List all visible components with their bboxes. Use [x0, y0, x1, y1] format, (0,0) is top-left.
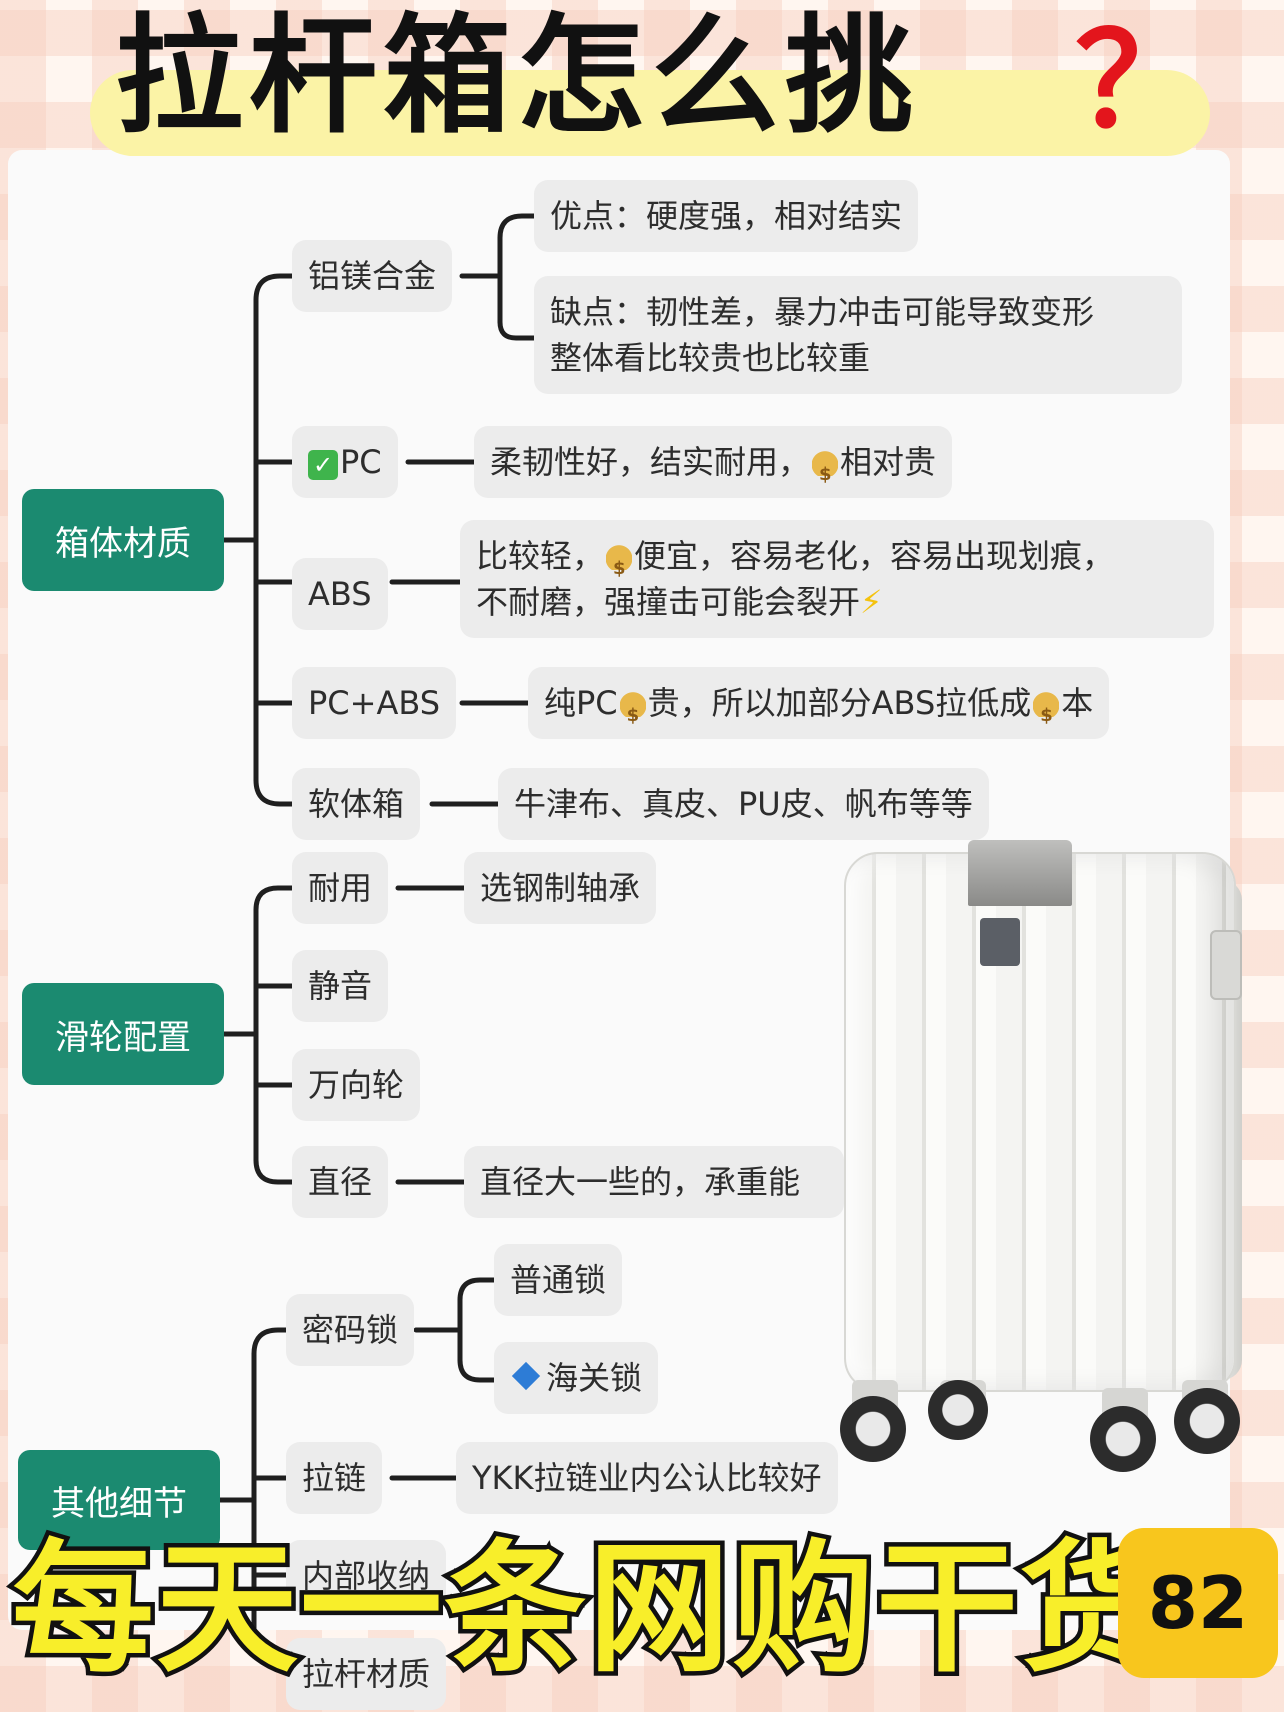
check-icon: ✓	[308, 450, 338, 480]
suitcase-logo	[980, 918, 1020, 966]
node-pc: ✓PC	[292, 426, 398, 498]
category-material: 箱体材质	[22, 489, 224, 591]
lightning-icon: ⚡	[860, 583, 883, 621]
pc-desc-a: 柔韧性好，结实耐用，	[490, 443, 811, 481]
question-mark: ？	[1075, 5, 1206, 157]
money-bag-icon	[606, 540, 633, 592]
page-title: 拉杆箱怎么挑	[115, 2, 920, 151]
money-bag-icon	[1033, 687, 1060, 739]
node-lock: 密码锁	[286, 1294, 415, 1366]
pc-abs-desc-b: 贵，所以加部分ABS拉低成	[647, 684, 1032, 722]
slogan: 每天一条网购干货	[8, 1523, 1167, 1697]
pc-desc-b: 相对贵	[840, 443, 937, 481]
abs-desc-c: 不耐磨，强撞击可能会裂开	[476, 583, 861, 621]
abs-desc-b: 便宜，容易老化，容易出现划痕，	[634, 537, 1115, 575]
node-zipper: 拉链	[286, 1442, 383, 1514]
wheel	[1090, 1406, 1156, 1472]
money-bag-icon	[812, 446, 839, 498]
lock-normal: 普通锁	[494, 1244, 623, 1316]
diameter-desc: 直径大一些的，承重能	[464, 1146, 844, 1218]
pc-abs-desc: 纯PC 贵，所以加部分ABS拉低成本	[528, 667, 1110, 739]
lock-customs: 海关锁	[494, 1342, 659, 1414]
blue-diamond-icon	[511, 1361, 541, 1391]
wheel	[1174, 1388, 1240, 1454]
alloy-cons-line1: 缺点：韧性差，暴力冲击可能导致变形	[550, 293, 1095, 331]
abs-desc: 比较轻， 便宜，容易老化，容易出现划痕， 不耐磨，强撞击可能会裂开⚡	[460, 520, 1214, 638]
alloy-cons: 缺点：韧性差，暴力冲击可能导致变形 整体看比较贵也比较重	[534, 276, 1182, 394]
node-alloy: 铝镁合金	[292, 240, 453, 312]
suitcase-handle	[968, 840, 1072, 906]
node-abs: ABS	[292, 558, 388, 630]
alloy-cons-line2: 整体看比较贵也比较重	[550, 339, 871, 377]
node-spinner: 万向轮	[292, 1049, 421, 1121]
wheel	[840, 1396, 906, 1462]
node-soft-case: 软体箱	[292, 768, 421, 840]
node-pc-abs: PC+ABS	[292, 667, 457, 739]
node-durable: 耐用	[292, 852, 389, 924]
money-bag-icon	[619, 687, 646, 739]
node-handle-material: 拉杆材质	[286, 1638, 447, 1710]
zipper-desc: YKK拉链业内公认比较好	[456, 1442, 838, 1514]
node-diameter: 直径	[292, 1146, 389, 1218]
lock-customs-label: 海关锁	[546, 1359, 643, 1397]
node-pc-label: PC	[340, 443, 382, 481]
abs-desc-a: 比较轻，	[476, 537, 605, 575]
alloy-pros: 优点：硬度强，相对结实	[534, 180, 919, 252]
pc-abs-desc-c: 本	[1061, 684, 1094, 722]
title-highlight	[90, 70, 1210, 156]
suitcase-lock	[1210, 930, 1242, 1000]
pc-desc: 柔韧性好，结实耐用， 相对贵	[474, 426, 953, 498]
suitcase-image	[832, 840, 1252, 1472]
category-details: 其他细节	[18, 1450, 220, 1550]
wheel	[928, 1380, 988, 1440]
suitcase-shell	[844, 852, 1236, 1392]
durable-desc: 选钢制轴承	[464, 852, 657, 924]
pc-abs-desc-a: 纯PC	[544, 684, 618, 722]
episode-number-badge: 82	[1118, 1528, 1278, 1678]
node-silent: 静音	[292, 950, 389, 1022]
category-wheels: 滑轮配置	[22, 983, 224, 1085]
node-interior: 内部收纳	[286, 1540, 447, 1612]
soft-case-desc: 牛津布、真皮、PU皮、帆布等等	[498, 768, 989, 840]
